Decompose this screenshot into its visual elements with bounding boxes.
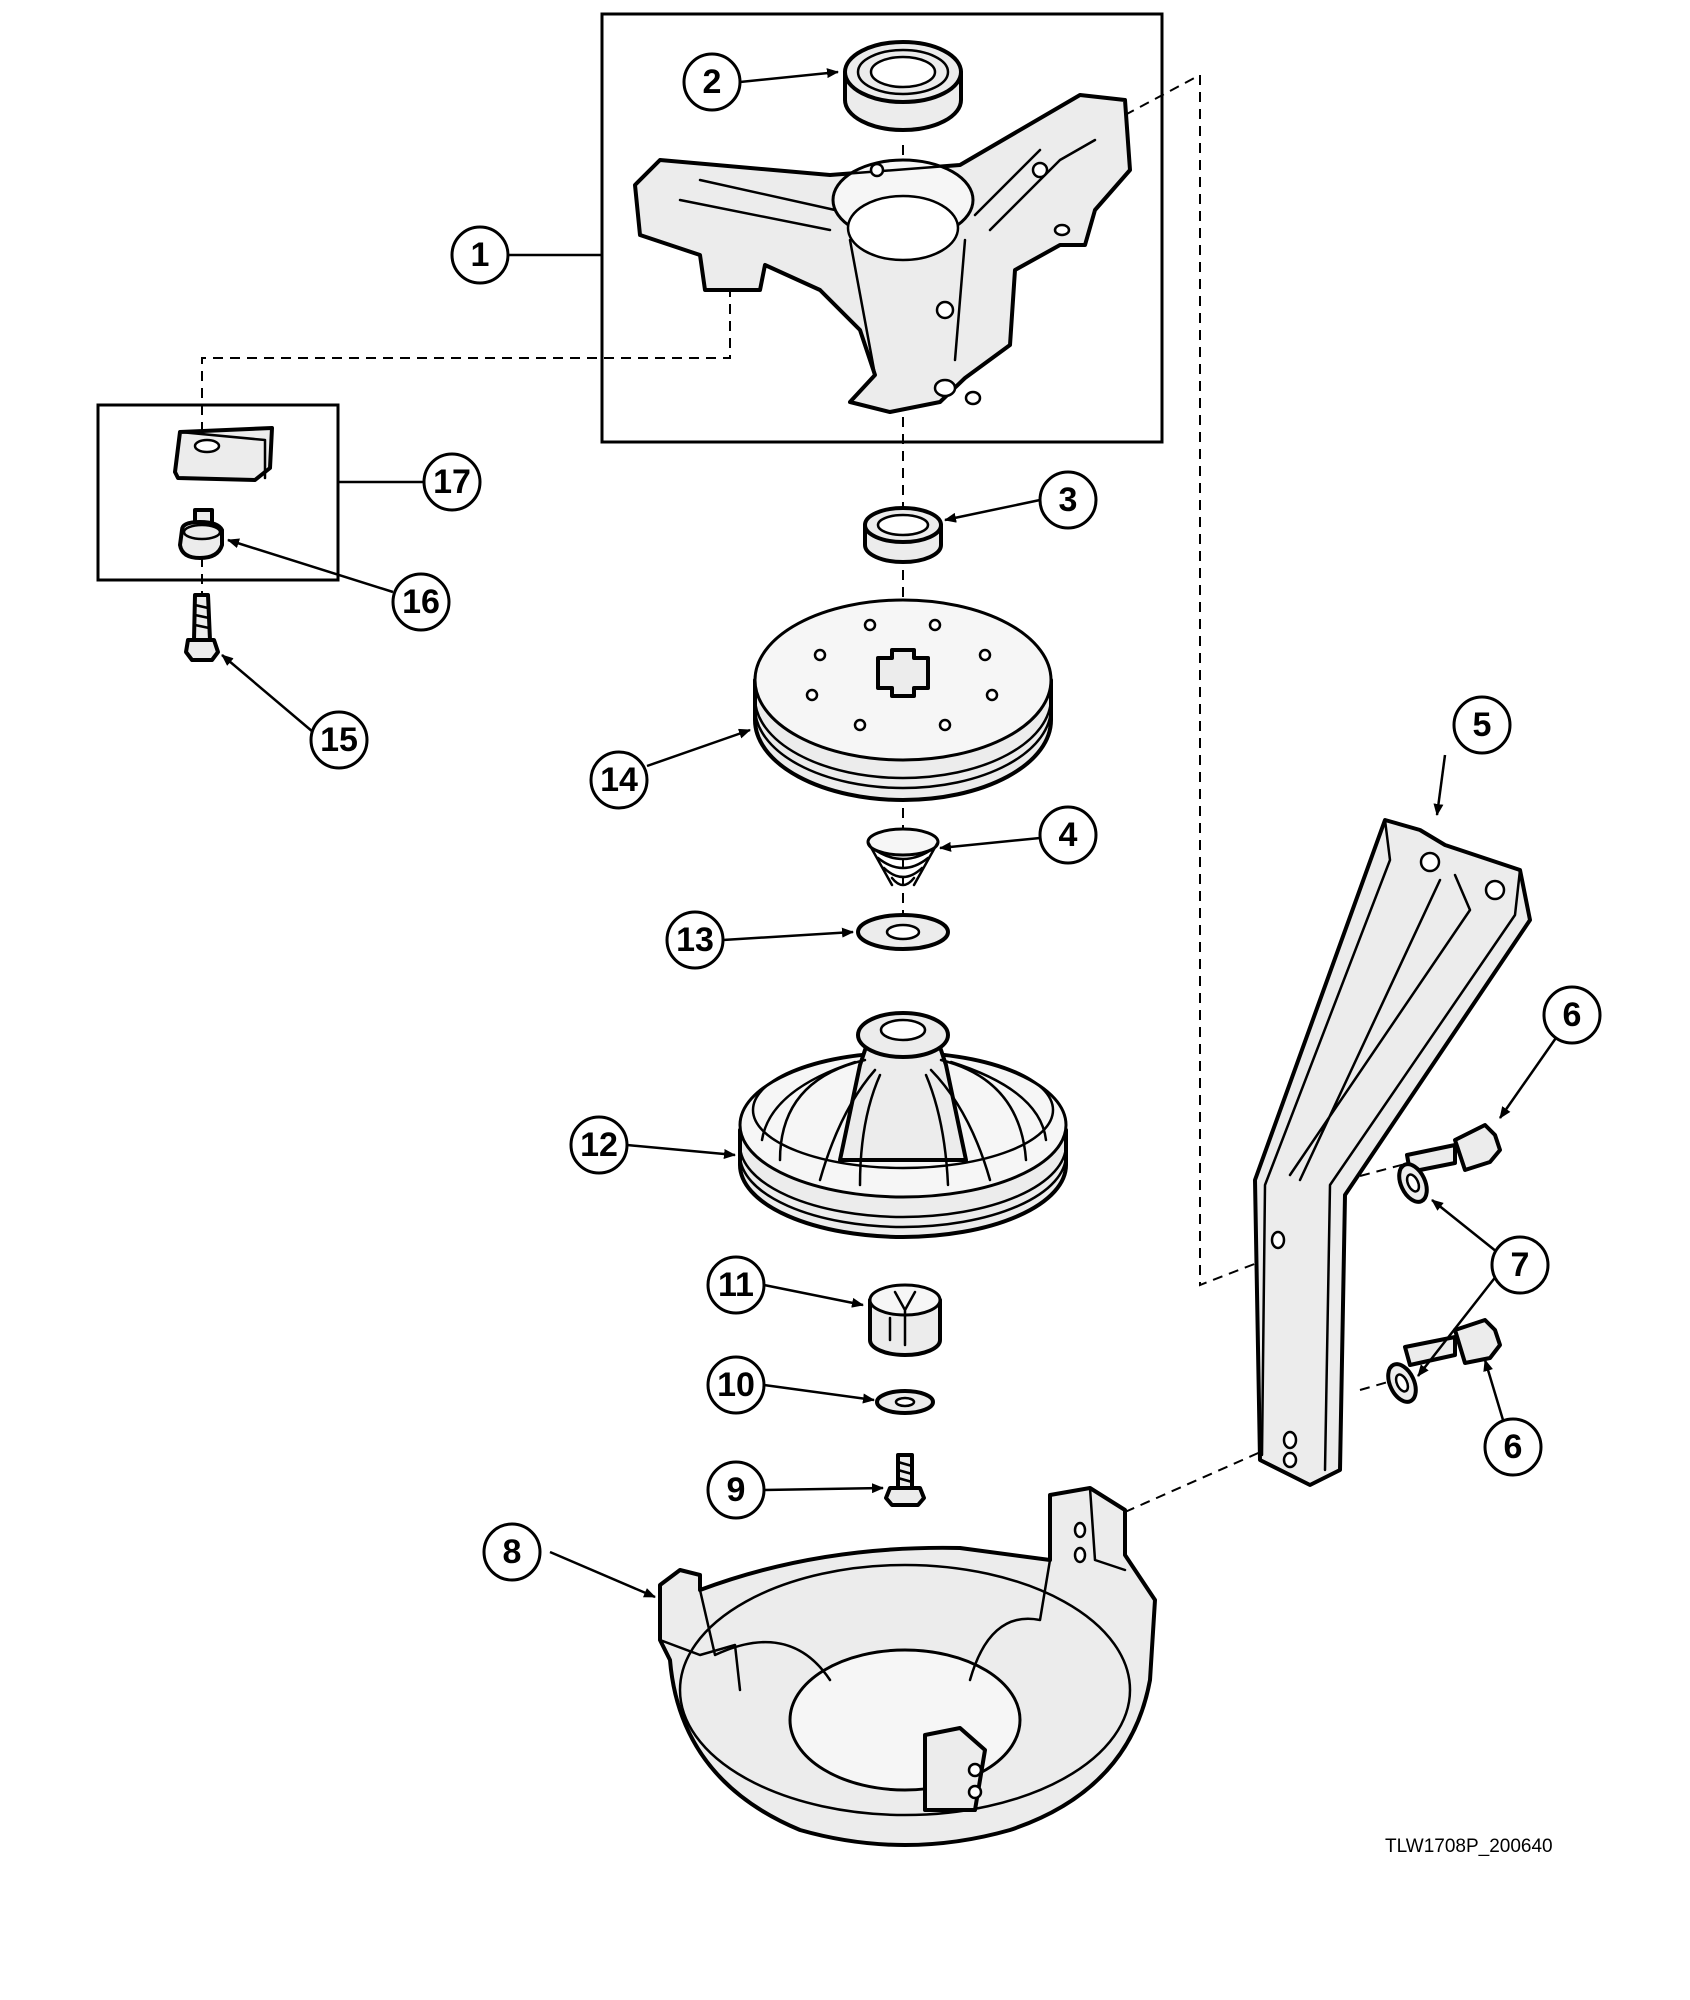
svg-text:17: 17 xyxy=(433,463,471,501)
bolt-upper xyxy=(1405,1123,1502,1174)
spider-hub xyxy=(633,93,1132,414)
callout-7: 7 xyxy=(1490,1235,1550,1295)
callout-2: 2 xyxy=(682,52,742,112)
mount-plate xyxy=(173,426,274,482)
svg-text:6: 6 xyxy=(1504,1428,1523,1466)
svg-text:14: 14 xyxy=(600,761,638,799)
bolt-lower xyxy=(1403,1318,1502,1367)
callout-14: 14 xyxy=(589,750,649,810)
callout-4: 4 xyxy=(1038,805,1098,865)
callout-13: 13 xyxy=(665,910,725,970)
drive-pulley xyxy=(753,598,1053,802)
seal xyxy=(863,506,943,564)
callout-5: 5 xyxy=(1452,695,1512,755)
svg-text:15: 15 xyxy=(320,721,358,759)
mount-assembly-box xyxy=(96,403,340,582)
callout-16: 16 xyxy=(391,572,451,632)
callout-9: 9 xyxy=(706,1460,766,1520)
lock-washer-lower xyxy=(1386,1362,1418,1404)
callout-6-upper: 6 xyxy=(1542,985,1602,1045)
svg-text:7: 7 xyxy=(1511,1246,1530,1284)
mount-screw xyxy=(184,593,220,662)
washer-small xyxy=(875,1389,935,1415)
callout-10: 10 xyxy=(706,1355,766,1415)
svg-text:16: 16 xyxy=(402,583,440,621)
svg-text:13: 13 xyxy=(676,921,714,959)
coupling xyxy=(868,1283,942,1357)
alignment-lines xyxy=(201,73,1421,1513)
svg-text:8: 8 xyxy=(503,1533,522,1571)
spring xyxy=(866,827,940,887)
leader-lines xyxy=(221,68,1560,1599)
leg-bracket xyxy=(1253,818,1532,1487)
hub-bolt xyxy=(884,1453,926,1507)
callout-12: 12 xyxy=(569,1115,629,1175)
callout-3: 3 xyxy=(1038,470,1098,530)
hub-assembly-box xyxy=(600,12,1164,444)
svg-text:4: 4 xyxy=(1059,816,1078,854)
callout-8: 8 xyxy=(482,1522,542,1582)
svg-text:5: 5 xyxy=(1473,706,1492,744)
callout-1: 1 xyxy=(450,225,510,285)
drawing-code: TLW1708P_200640 xyxy=(1385,1836,1553,1857)
callout-15: 15 xyxy=(309,710,369,770)
mount-grommet xyxy=(178,508,224,560)
clutch-pulley xyxy=(738,1011,1068,1239)
svg-text:6: 6 xyxy=(1563,996,1582,1034)
svg-text:1: 1 xyxy=(471,236,490,274)
svg-text:9: 9 xyxy=(727,1471,746,1509)
washer-large xyxy=(856,913,950,951)
svg-text:10: 10 xyxy=(717,1366,755,1404)
bearing xyxy=(843,40,963,132)
svg-text:3: 3 xyxy=(1059,481,1078,519)
lock-washer-upper xyxy=(1397,1162,1429,1204)
svg-text:12: 12 xyxy=(580,1126,618,1164)
callout-6-lower: 6 xyxy=(1483,1417,1543,1477)
svg-text:11: 11 xyxy=(718,1266,754,1304)
base-support xyxy=(658,1486,1157,1847)
callout-11: 11 xyxy=(706,1255,766,1315)
svg-text:2: 2 xyxy=(703,63,722,101)
callout-17: 17 xyxy=(422,452,482,512)
